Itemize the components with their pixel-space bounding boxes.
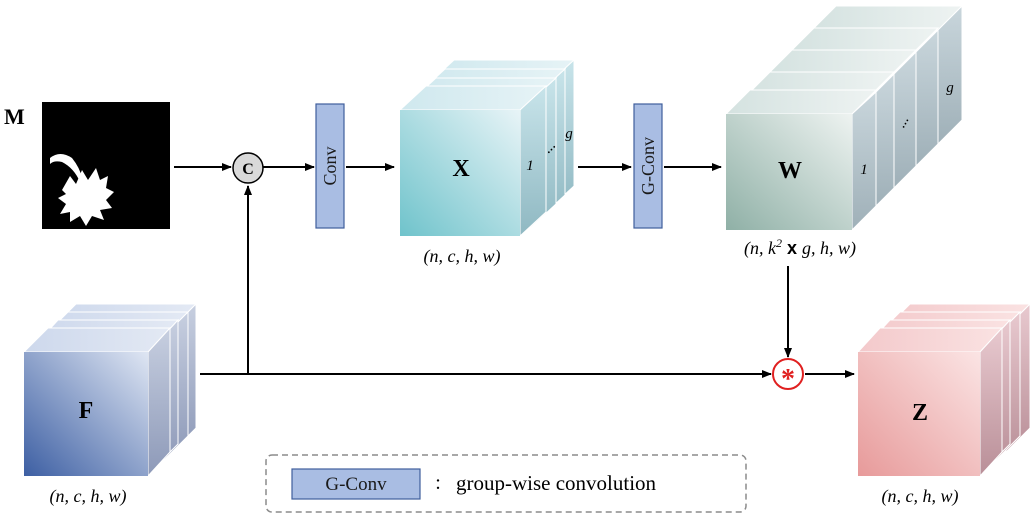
- x-tensor: X 1 ... g: [398, 58, 576, 238]
- gconv-label: G-Conv: [638, 137, 658, 195]
- dynamic-conv-operator: *: [772, 358, 804, 395]
- w-first-index: 1: [860, 162, 868, 178]
- w-shape-sup: 2: [776, 236, 782, 250]
- conv-block: Conv: [315, 103, 345, 229]
- legend-gconv-label: G-Conv: [325, 474, 387, 495]
- f-tensor: F: [22, 302, 198, 478]
- f-label: F: [79, 398, 94, 424]
- mask-image: [42, 102, 170, 229]
- w-label: W: [778, 158, 802, 184]
- gconv-block: G-Conv: [633, 103, 663, 229]
- f-shape: (n, c, h, w): [50, 486, 127, 507]
- arrows: [174, 163, 855, 378]
- w-shape-mid: x: [782, 238, 802, 258]
- w-shape: (n, k2 x g, h, w): [744, 236, 856, 259]
- z-tensor: Z: [856, 302, 1032, 478]
- w-tensor: W 1 ... g: [724, 4, 964, 232]
- x-shape: (n, c, h, w): [424, 246, 501, 267]
- legend: G-Conv : group-wise convolution: [265, 454, 747, 513]
- w-shape-prefix: (n, k: [744, 238, 777, 259]
- legend-description: group-wise convolution: [456, 471, 657, 495]
- w-shape-suffix: g, h, w): [802, 238, 856, 259]
- z-shape: (n, c, h, w): [882, 486, 959, 507]
- z-label: Z: [912, 400, 928, 426]
- w-last-index: g: [946, 80, 954, 96]
- mask-label: M: [4, 104, 25, 129]
- conv-label: Conv: [320, 146, 340, 185]
- x-first-index: 1: [526, 158, 534, 174]
- concat-symbol: C: [242, 161, 254, 178]
- concat-node: C: [232, 152, 264, 184]
- legend-gconv-box: [291, 468, 421, 500]
- legend-separator: :: [435, 472, 441, 494]
- x-label: X: [452, 156, 470, 182]
- x-last-index: g: [565, 126, 573, 142]
- operator-symbol: *: [781, 364, 795, 395]
